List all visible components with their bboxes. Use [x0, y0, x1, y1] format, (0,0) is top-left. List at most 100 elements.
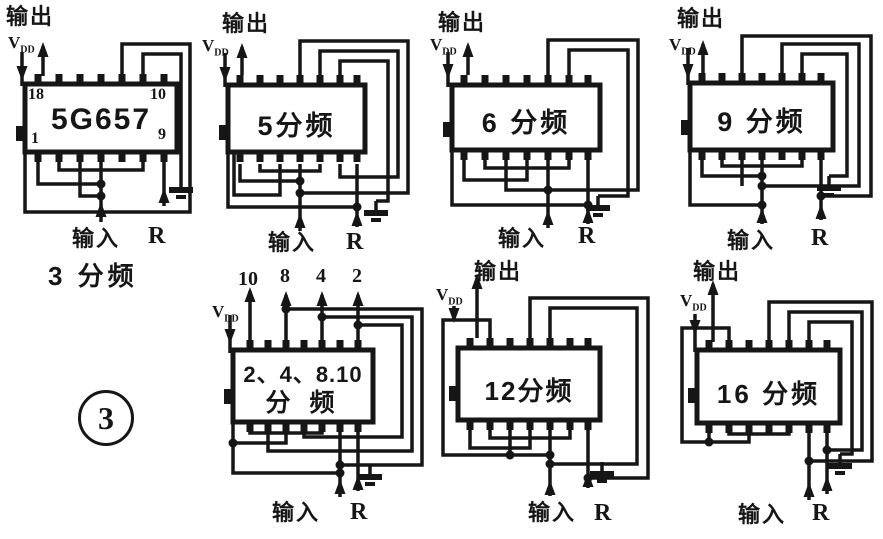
junction-dot [704, 437, 714, 447]
arrowhead-up [815, 204, 827, 219]
junction-dot [335, 460, 345, 470]
junction-dot [353, 320, 363, 330]
ic-pin [566, 338, 574, 350]
output-label: 输出 [474, 259, 523, 284]
arrowhead-up [294, 213, 306, 228]
input-label: 输入 [498, 226, 547, 251]
ic-pin [502, 75, 510, 87]
ic-pin [566, 418, 574, 430]
ic-pin [805, 421, 813, 433]
ic-pin [506, 418, 514, 430]
wire [462, 160, 529, 182]
ic-pin [34, 150, 42, 162]
ic-pin [264, 340, 272, 352]
arrowhead-down [448, 308, 460, 323]
vdd-v: V [430, 35, 443, 54]
ic-notch [688, 388, 697, 403]
wire [450, 150, 588, 207]
wire [546, 38, 640, 192]
circuit-divide-by-9: 输出 VDD 9 分频 输入 R [655, 0, 883, 262]
junction-dot [295, 176, 305, 186]
wire [567, 48, 630, 198]
ic-pin [316, 150, 324, 162]
ic-pin [481, 148, 489, 160]
vdd-label: VDD [8, 34, 35, 55]
ic-pin [460, 75, 468, 87]
vdd-sub: DD [214, 47, 229, 59]
ic-pin [318, 340, 326, 352]
input-label: 输入 [268, 230, 317, 255]
ic-pin [718, 73, 726, 85]
wire [528, 296, 650, 480]
chip-body [694, 347, 843, 426]
ic-pin [765, 340, 773, 352]
ic-pin [785, 340, 793, 352]
vdd-v: V [202, 36, 215, 55]
ic-pin [758, 73, 766, 85]
divide-by-5-wiring [219, 39, 410, 231]
chip-body [687, 80, 836, 153]
junction-dot [757, 200, 767, 210]
ic-pin [276, 75, 284, 87]
circuit-caption: 3 分频 [48, 261, 138, 291]
ic-pin [236, 75, 244, 87]
arrowhead-up [158, 188, 170, 203]
reset-label: R [578, 223, 596, 249]
chip-label: 16 分频 [716, 379, 821, 409]
arrowhead-down [442, 64, 454, 79]
vdd-v: V [436, 285, 449, 304]
ic-pin [282, 340, 290, 352]
ic-pin [698, 73, 706, 85]
vdd-v: V [669, 35, 682, 54]
arrowhead-down [219, 67, 231, 82]
ic-pin [745, 421, 753, 433]
circuit-divide-by-3: 输出 VDD 18 10 1 9 5G657 输入 R 3 分频 [0, 0, 200, 300]
ic-pin [460, 148, 468, 160]
junction-dot [545, 459, 555, 469]
ic-pin [318, 420, 326, 432]
ic-pin [55, 150, 63, 162]
arrowhead-up [756, 208, 768, 223]
ic-pin [481, 75, 489, 87]
ic-pin [526, 338, 534, 350]
ic-pin [758, 148, 766, 160]
ic-pin [486, 418, 494, 430]
pin-number-1: 1 [31, 130, 39, 147]
ic-pin [282, 420, 290, 432]
arrowhead-up [544, 480, 556, 495]
ic-pin [546, 338, 554, 350]
output-label: 输出 [693, 259, 742, 284]
wire [441, 318, 550, 457]
junction-dot [317, 312, 327, 322]
wire [767, 300, 874, 463]
wire [807, 320, 854, 456]
ic-pin [336, 150, 344, 162]
arrowhead-up [462, 42, 474, 57]
ic-notch [16, 126, 25, 141]
arrowhead-up [582, 472, 594, 487]
junction-dot [505, 450, 515, 460]
input-label: 输入 [72, 226, 121, 251]
vdd-label: VDD [202, 37, 229, 58]
ic-pin [296, 75, 304, 87]
input-label: 输入 [528, 500, 577, 525]
ic-notch [449, 386, 458, 401]
wire [504, 160, 548, 192]
vdd-v: V [212, 302, 225, 321]
output-label: 输出 [438, 10, 487, 35]
ic-pin [296, 150, 304, 162]
ic-pin [118, 74, 126, 86]
arrowhead-up [582, 208, 594, 223]
ic-pin [300, 340, 308, 352]
arrowhead-down [224, 329, 236, 344]
ic-pin [544, 75, 552, 87]
ic-pin [466, 418, 474, 430]
wire [258, 164, 322, 173]
ic-pin [584, 338, 592, 350]
wire [232, 152, 282, 197]
input-label: 输入 [272, 500, 321, 525]
junction-dot [228, 438, 238, 448]
junction-dot [822, 445, 832, 455]
ic-pin [817, 148, 825, 160]
chip-body [449, 82, 603, 153]
